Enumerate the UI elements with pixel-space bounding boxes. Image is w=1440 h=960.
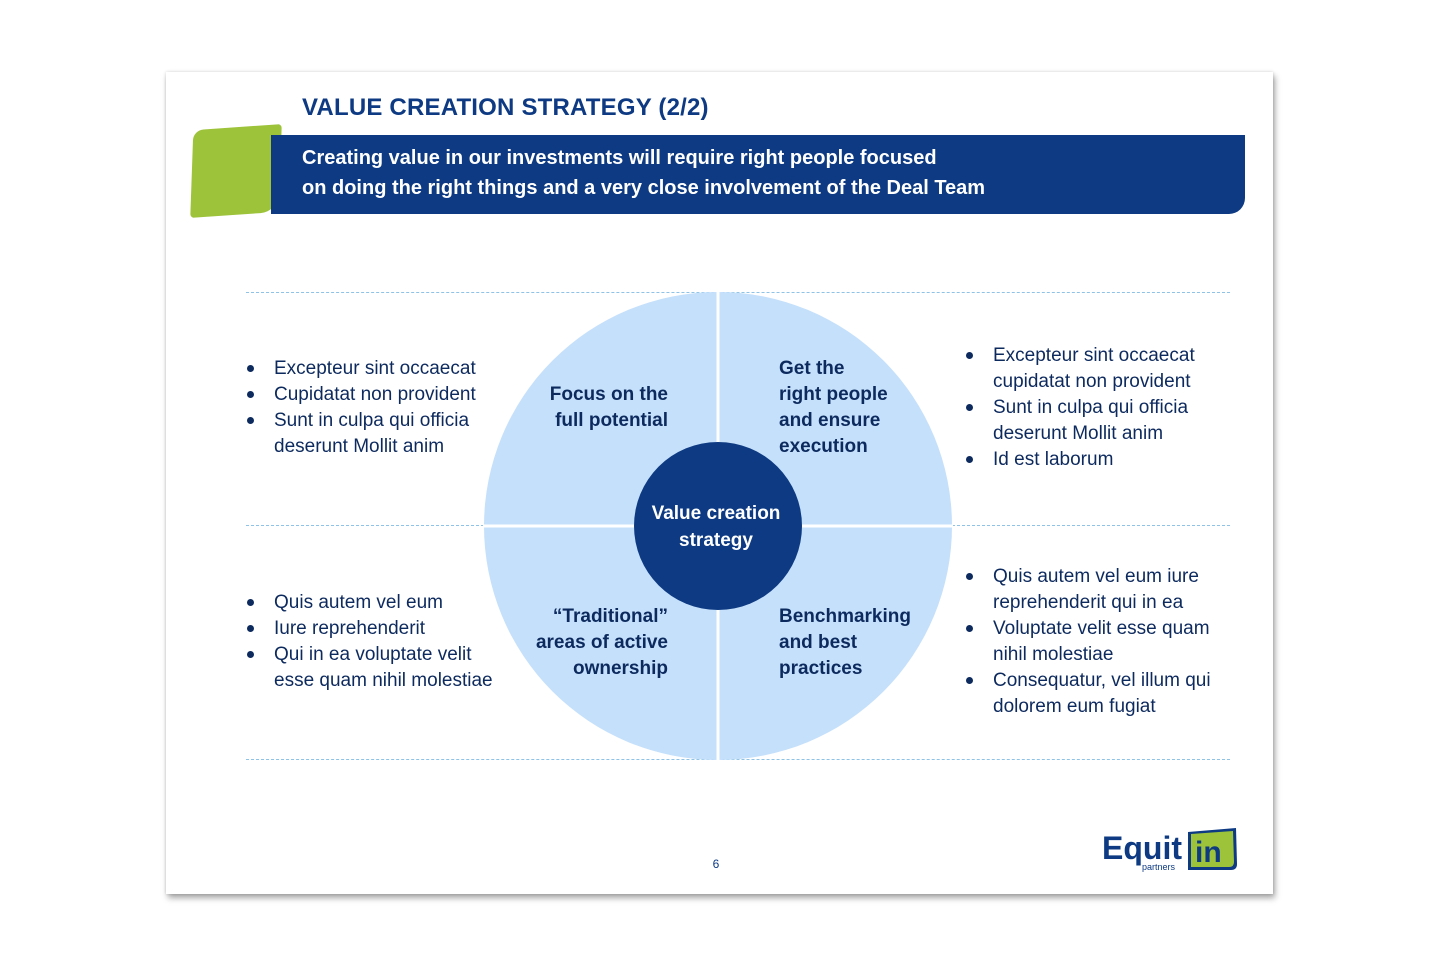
center-label: Value creation strategy <box>636 500 796 554</box>
quadrant-label-line: execution <box>779 436 868 457</box>
list-item: Consequatur, vel illum qui dolorem eum f… <box>966 668 1241 720</box>
slide-title: VALUE CREATION STRATEGY (2/2) <box>302 94 709 121</box>
list-item: Excepteur sint occaecat cupidatat non pr… <box>966 343 1236 395</box>
list-item: Sunt in culpa qui officia deserunt Molli… <box>247 408 507 460</box>
center-circle <box>634 442 802 610</box>
list-item-line: Excepteur sint occaecat <box>993 345 1195 366</box>
list-item-line: deserunt Mollit anim <box>274 436 445 457</box>
subtitle-banner: Creating value in our investments will r… <box>271 135 1245 214</box>
quadrant-label-line: right people <box>779 384 888 405</box>
quadrant-label-line: ownership <box>572 658 668 679</box>
list-item: Cupidatat non provident <box>247 382 507 408</box>
list-item-line: Voluptate velit esse quam <box>993 618 1210 639</box>
list-item-line: esse quam nihil molestiae <box>274 670 493 691</box>
center-label-line: strategy <box>679 530 753 551</box>
quadrant-label-line: Get the <box>779 358 845 379</box>
quadrant-label-line: practices <box>779 658 863 679</box>
quadrant-label-line: and ensure <box>779 410 881 431</box>
dashed-line-top <box>246 292 1230 293</box>
list-item-line: dolorem eum fugiat <box>993 696 1156 717</box>
list-item-line: Excepteur sint occaecat <box>274 358 476 379</box>
dashed-line-middle-right <box>952 525 1230 526</box>
list-item-line: deserunt Mollit anim <box>993 423 1164 444</box>
list-item: Qui in ea voluptate velit esse quam nihi… <box>247 642 517 694</box>
logo-word: Equit <box>1102 830 1182 866</box>
page-number: 6 <box>712 857 720 871</box>
quadrant-label-top-left: Focus on the full potential <box>518 382 668 434</box>
logo-badge-text: in <box>1195 836 1222 869</box>
list-item: Sunt in culpa qui officia deserunt Molli… <box>966 395 1236 447</box>
list-item-line: Sunt in culpa qui officia <box>274 410 470 431</box>
bullets-bottom-right: Quis autem vel eum iure reprehenderit qu… <box>966 564 1241 720</box>
list-item-line: nihil molestiae <box>993 644 1114 665</box>
list-item-line: Id est laborum <box>993 449 1114 470</box>
quadrant-label-line: full potential <box>555 410 668 431</box>
list-item-line: reprehenderit qui in ea <box>993 592 1184 613</box>
dashed-line-middle-left <box>246 525 484 526</box>
quadrant-label-top-right: Get the right people and ensure executio… <box>779 356 939 460</box>
list-item: Id est laborum <box>966 447 1236 473</box>
banner-line-1: Creating value in our investments will r… <box>302 147 937 169</box>
list-item-line: Sunt in culpa qui officia <box>993 397 1189 418</box>
list-item: Excepteur sint occaecat <box>247 356 507 382</box>
dashed-line-bottom <box>246 759 1230 760</box>
list-item: Quis autem vel eum <box>247 590 517 616</box>
list-item-line: Quis autem vel eum <box>274 592 443 613</box>
list-item: Iure reprehenderit <box>247 616 517 642</box>
green-accent-shape <box>190 124 282 218</box>
logo-sub: partners <box>1142 862 1176 872</box>
slide: VALUE CREATION STRATEGY (2/2) Creating v… <box>166 72 1273 894</box>
bullets-top-left: Excepteur sint occaecat Cupidatat non pr… <box>247 356 507 460</box>
banner-line-2: on doing the right things and a very clo… <box>302 177 986 199</box>
equitin-logo: Equit in partners <box>1102 828 1237 872</box>
list-item: Voluptate velit esse quam nihil molestia… <box>966 616 1241 668</box>
list-item-line: Consequatur, vel illum qui <box>993 670 1211 691</box>
list-item-line: Quis autem vel eum iure <box>993 566 1199 587</box>
center-label-line: Value creation <box>651 503 781 524</box>
quadrant-label-bottom-right: Benchmarking and best practices <box>779 604 949 682</box>
quadrant-label-line: Focus on the <box>549 384 668 405</box>
bullets-top-right: Excepteur sint occaecat cupidatat non pr… <box>966 343 1236 473</box>
list-item-line: Cupidatat non provident <box>274 384 476 405</box>
list-item-line: Qui in ea voluptate velit <box>274 644 472 665</box>
list-item-line: Iure reprehenderit <box>274 618 426 639</box>
value-creation-diagram <box>483 292 953 762</box>
bullets-bottom-left: Quis autem vel eum Iure reprehenderit Qu… <box>247 590 517 694</box>
list-item: Quis autem vel eum iure reprehenderit qu… <box>966 564 1241 616</box>
quadrant-label-line: “Traditional” <box>552 606 668 627</box>
quadrant-label-line: Benchmarking <box>779 606 911 627</box>
quadrant-label-line: areas of active <box>535 632 668 653</box>
logo-badge-inner <box>1191 831 1234 867</box>
quadrant-label-bottom-left: “Traditional” areas of active ownership <box>503 604 668 682</box>
list-item-line: cupidatat non provident <box>993 371 1191 392</box>
quadrant-label-line: and best <box>779 632 858 653</box>
